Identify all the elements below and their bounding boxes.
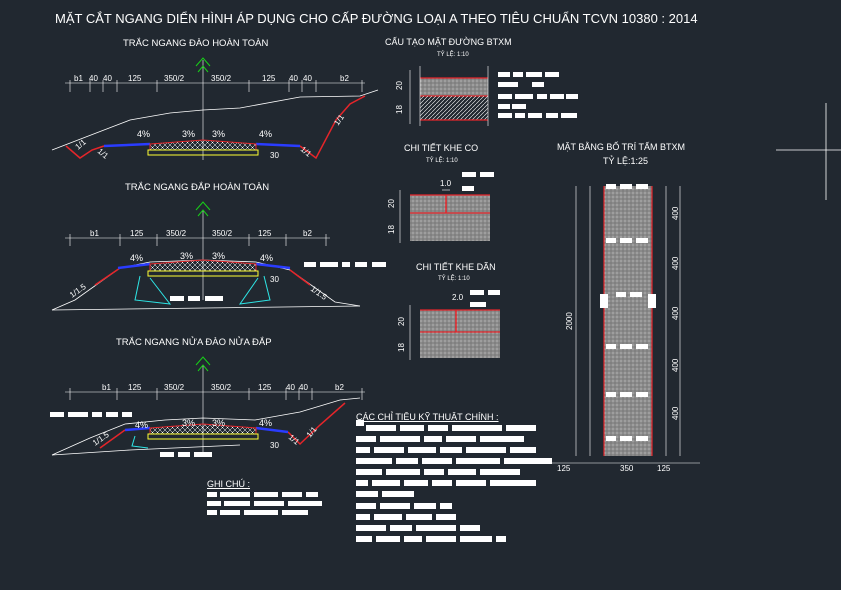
joint-dan-dim-18: 18 [397, 343, 406, 352]
s3-slope-mid-right: 3% [212, 418, 225, 428]
s3-dim-125b: 125 [258, 383, 272, 392]
plan-dim-400c: 400 [671, 306, 680, 320]
s2-dim-125a: 125 [130, 229, 144, 238]
s2-dim-b2: b2 [303, 229, 312, 238]
s2-slope-mid-left: 3% [180, 251, 193, 261]
section2-drawing: b1 125 350/2 350/2 125 b2 4% 3% 3% 4% 30… [51, 201, 386, 311]
s3-thk: 30 [270, 441, 279, 450]
s3-dim-b2: b2 [335, 383, 344, 392]
joint-co-scale: TỶ LỆ: 1:10 [426, 158, 458, 164]
plan-total: 2000 [565, 312, 574, 330]
joint-co-dim-20: 20 [387, 199, 396, 208]
s3-dim-40b: 40 [299, 383, 308, 392]
s1-slope-right: 4% [259, 129, 272, 139]
joint-dan-top: 2.0 [452, 293, 464, 302]
s2-dim-350a: 350/2 [166, 229, 187, 238]
s2-side-2: 1/1.5 [309, 284, 329, 302]
s1-dim-125b: 125 [262, 74, 276, 83]
plan-title: MẶT BẰNG BỐ TRÍ TẤM BTXM [557, 142, 686, 152]
s3-dim-350a: 350/2 [164, 383, 185, 392]
s1-slope-mid-right: 3% [212, 129, 225, 139]
s1-dim-b2: b2 [340, 74, 349, 83]
joint-dan-dim-20: 20 [397, 317, 406, 326]
s1-dim-40a: 40 [89, 74, 98, 83]
s2-slope-mid-right: 3% [212, 251, 225, 261]
structure-dim-20: 20 [395, 81, 404, 90]
s2-slope-right: 4% [260, 253, 273, 263]
s2-dim-350b: 350/2 [212, 229, 233, 238]
structure-detail: 20 18 [395, 66, 578, 126]
s2-thk: 30 [270, 275, 279, 284]
joint-co-top: 1.0 [440, 179, 452, 188]
s1-dim-40b: 40 [103, 74, 112, 83]
section3-title: TRẮC NGANG NỬA ĐÀO NỬA ĐẮP [116, 337, 272, 348]
s1-dim-b1: b1 [74, 74, 83, 83]
s1-side-4: 1/1 [332, 112, 346, 127]
section1-drawing: b1 40 40 125 350/2 350/2 125 40 40 b2 4%… [51, 57, 379, 161]
structure-title: CẤU TẠO MẶT ĐƯỜNG BTXM [385, 37, 512, 47]
s3-dim-b1: b1 [102, 383, 111, 392]
notes-title: GHI CHÚ : [207, 479, 251, 489]
joint-dan-detail: 20 18 2.0 [397, 290, 500, 360]
s3-slope-left: 4% [135, 420, 148, 430]
s3-dim-350b: 350/2 [211, 383, 232, 392]
crosshair-icon [776, 103, 841, 200]
s1-dim-40d: 40 [303, 74, 312, 83]
drawing-title: MẶT CẮT NGANG DIỂN HÌNH ÁP DỤNG CHO CẤP … [55, 11, 698, 26]
structure-dim-18: 18 [395, 105, 404, 114]
s1-dim-350a: 350/2 [164, 74, 185, 83]
s3-dim-40a: 40 [286, 383, 295, 392]
plan-view: 2000 400 400 400 400 400 125 350 125 [550, 184, 700, 473]
s2-side-1: 1/1.5 [68, 282, 88, 300]
plan-dim-350: 350 [620, 464, 634, 473]
s1-dim-125a: 125 [128, 74, 142, 83]
joint-dan-scale: TỶ LỆ: 1:10 [438, 276, 470, 282]
joint-dan-title: CHI TIẾT KHE DÃN [416, 262, 496, 272]
plan-dim-125b: 125 [657, 464, 671, 473]
structure-scale: TỶ LỆ: 1:10 [437, 52, 469, 58]
s2-slope-left: 4% [130, 253, 143, 263]
notes-block [207, 492, 322, 515]
s2-dim-125b: 125 [258, 229, 272, 238]
plan-dim-125a: 125 [557, 464, 571, 473]
s3-slope-mid-left: 3% [182, 418, 195, 428]
s3-side-2: 1/1 [287, 433, 302, 447]
specs-title: CÁC CHỈ TIÊU KỸ THUẬT CHÍNH : [356, 412, 499, 422]
s2-dim-b1: b1 [90, 229, 99, 238]
joint-co-title: CHI TIẾT KHE CO [404, 143, 479, 153]
section3-drawing: b1 125 350/2 350/2 125 40 40 b2 4% 3% 3%… [50, 356, 365, 457]
plan-scale: TỶ LỆ:1:25 [603, 156, 649, 166]
s3-dim-125a: 125 [128, 383, 142, 392]
s1-thk: 30 [270, 151, 279, 160]
joint-co-detail: 20 18 1.0 [387, 172, 494, 243]
s1-dim-40c: 40 [289, 74, 298, 83]
s1-side-1: 1/1 [74, 137, 89, 151]
s3-slope-right: 4% [259, 418, 272, 428]
specs-block [356, 420, 552, 542]
plan-dim-400d: 400 [671, 358, 680, 372]
section1-title: TRẮC NGANG ĐÀO HOÀN TOÀN [123, 38, 269, 49]
s3-side-1: 1/1.5 [91, 430, 111, 448]
s1-dim-350b: 350/2 [211, 74, 232, 83]
section2-title: TRẮC NGANG ĐẮP HOÀN TOÀN [125, 182, 270, 193]
plan-dim-400e: 400 [671, 406, 680, 420]
plan-dim-400b: 400 [671, 256, 680, 270]
plan-dim-400a: 400 [671, 206, 680, 220]
joint-co-dim-18: 18 [387, 225, 396, 234]
s1-slope-mid-left: 3% [182, 129, 195, 139]
s1-slope-left: 4% [137, 129, 150, 139]
